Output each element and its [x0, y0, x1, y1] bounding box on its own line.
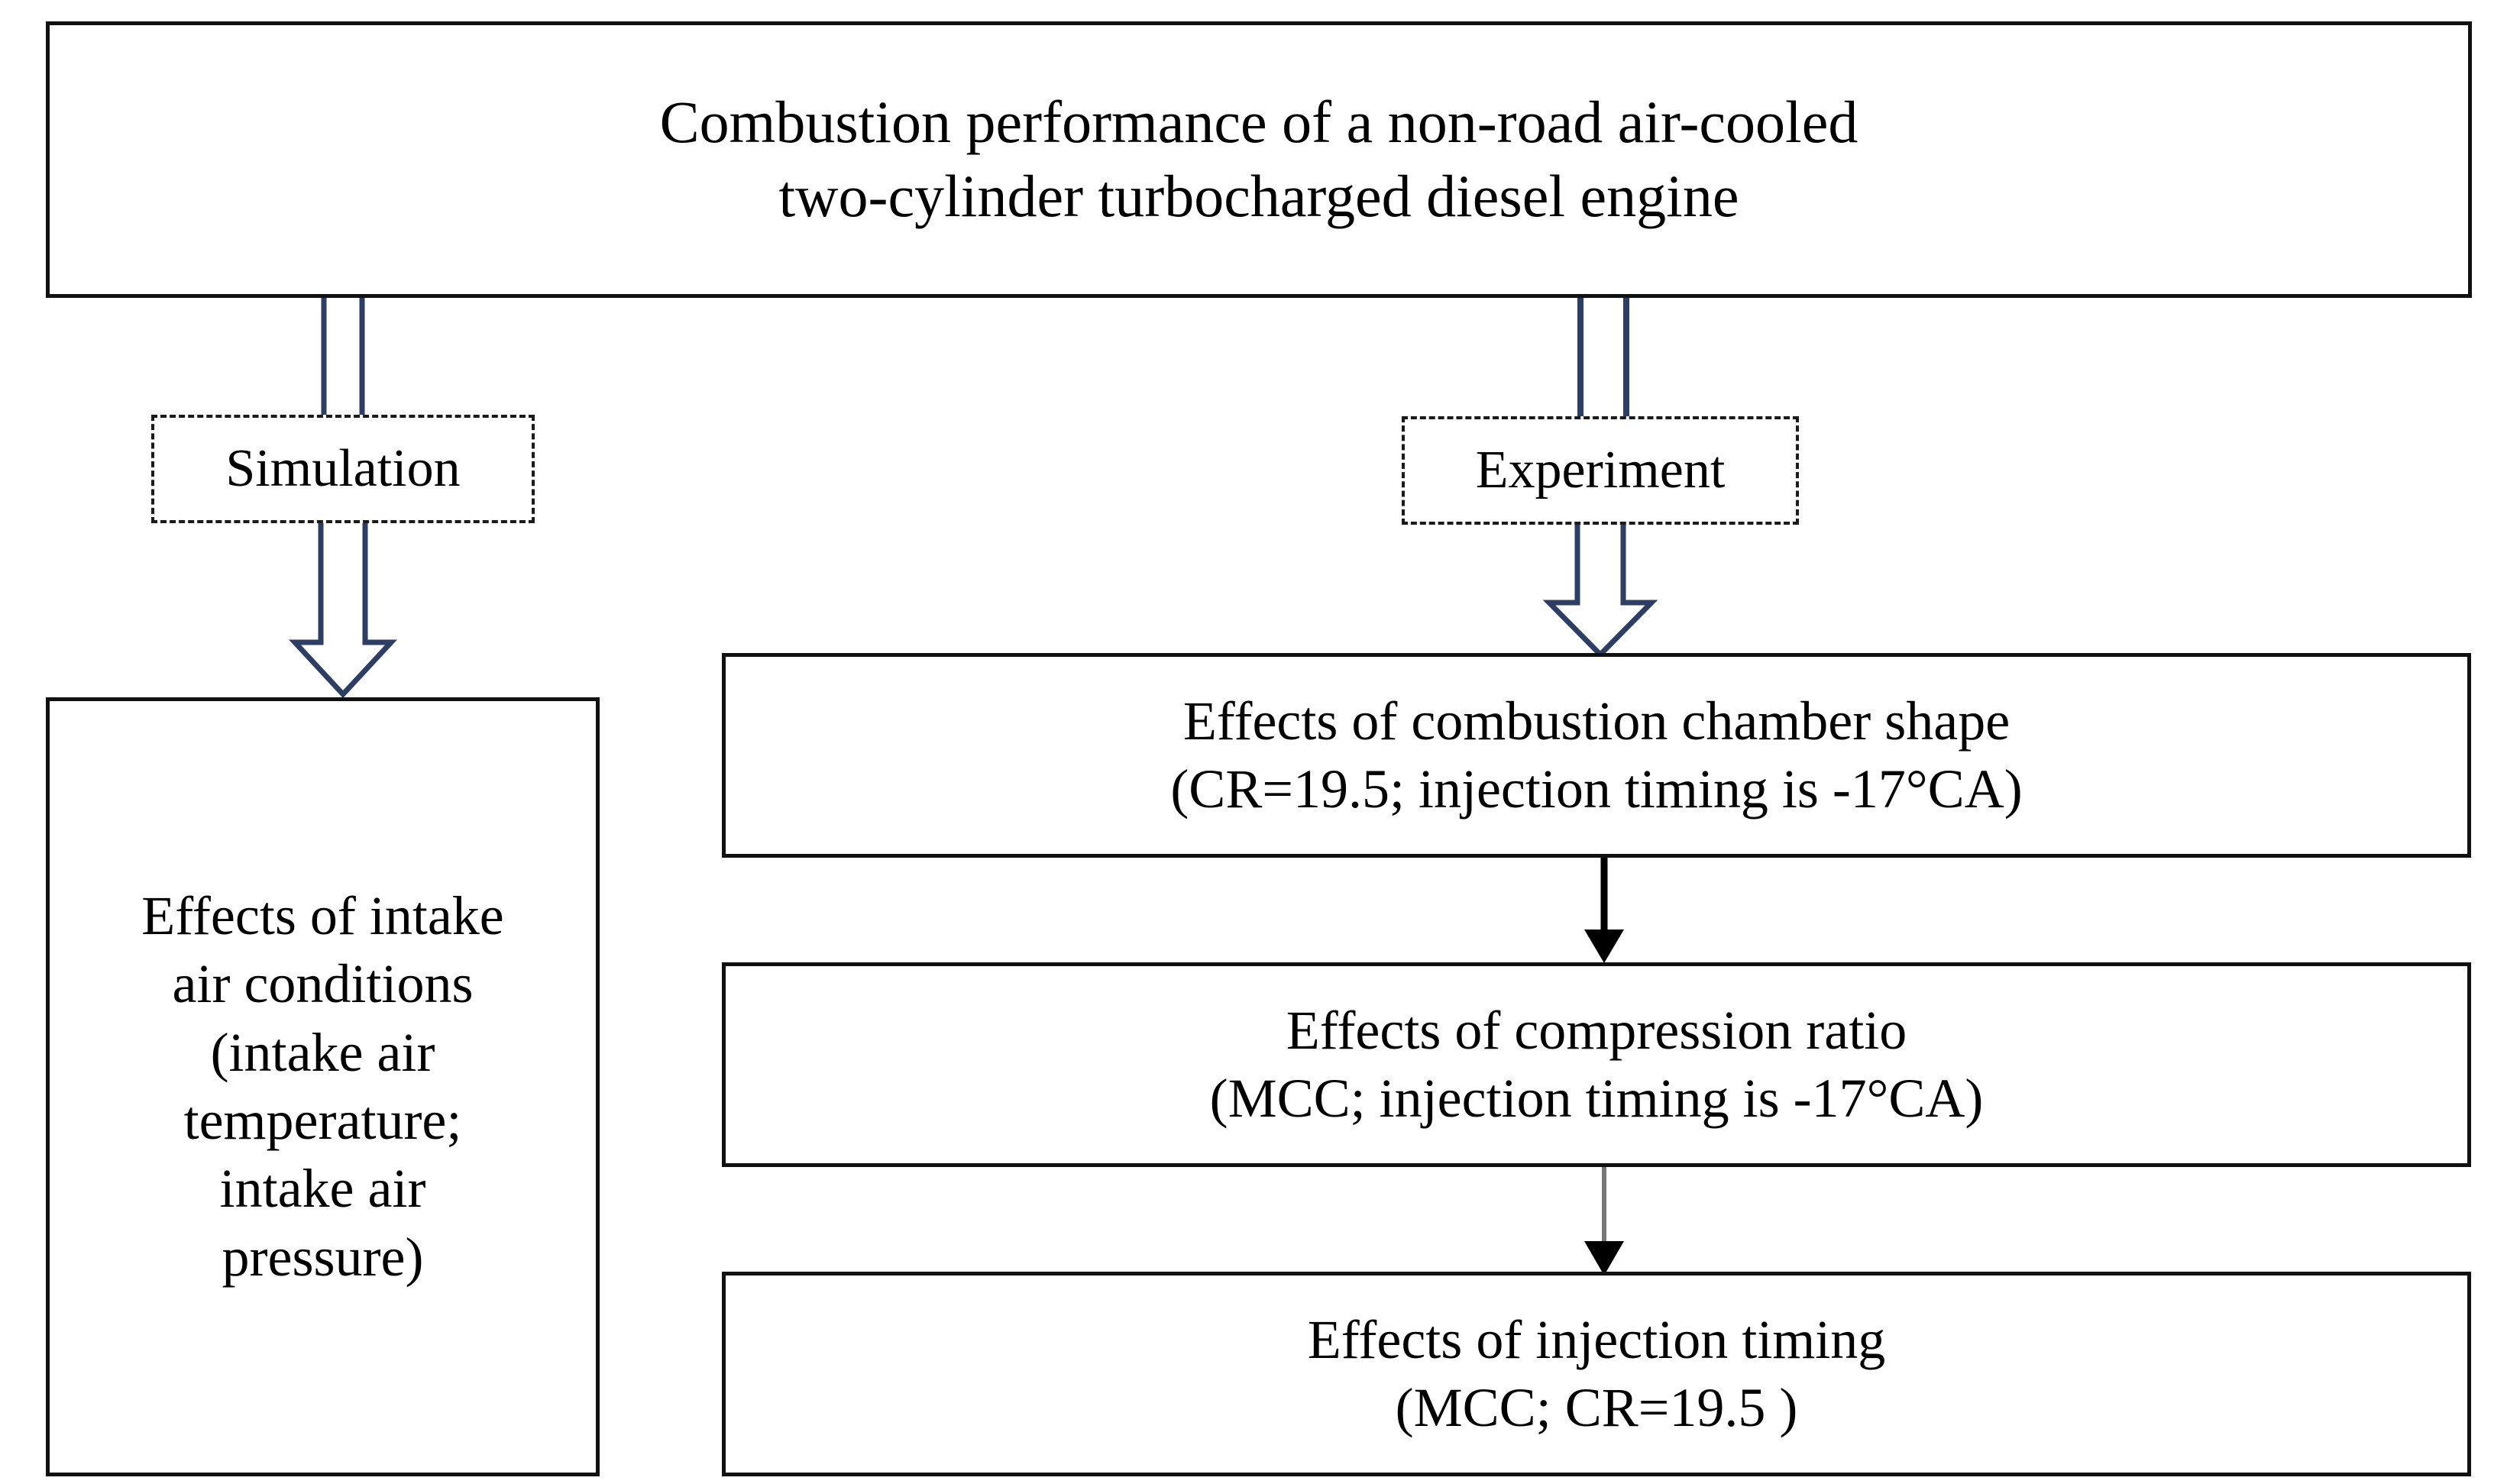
arrow-simulation-to-intake: [283, 522, 403, 699]
arrow-chamber-to-ratio: [1574, 856, 1635, 965]
node-injection-timing: Effects of injection timing (MCC; CR=19.…: [722, 1272, 2471, 1476]
arrow-experiment-to-chamber: [1535, 523, 1665, 659]
node-combustion-chamber-shape: Effects of combustion chamber shape (CR=…: [722, 653, 2471, 858]
node-compression-ratio: Effects of compression ratio (MCC; injec…: [722, 962, 2471, 1167]
chip-simulation: Simulation: [151, 415, 535, 523]
node-compression-ratio-text: Effects of compression ratio (MCC; injec…: [1209, 999, 1984, 1129]
chip-simulation-label: Simulation: [225, 439, 461, 498]
node-intake-air-conditions-text: Effects of intake air conditions (intake…: [141, 885, 504, 1288]
node-injection-timing-text: Effects of injection timing (MCC; CR=19.…: [1307, 1308, 1886, 1438]
title-text: Combustion performance of a non-road air…: [659, 89, 1858, 229]
arrow-title-to-simulation: [319, 298, 367, 419]
chip-experiment-label: Experiment: [1475, 441, 1726, 500]
chip-experiment: Experiment: [1402, 416, 1799, 525]
node-intake-air-conditions: Effects of intake air conditions (intake…: [46, 697, 600, 1476]
node-combustion-chamber-shape-text: Effects of combustion chamber shape (CR=…: [1170, 690, 2023, 820]
arrow-ratio-to-timing: [1574, 1166, 1635, 1277]
arrow-title-to-experiment: [1576, 292, 1631, 420]
title-box: Combustion performance of a non-road air…: [46, 21, 2472, 298]
